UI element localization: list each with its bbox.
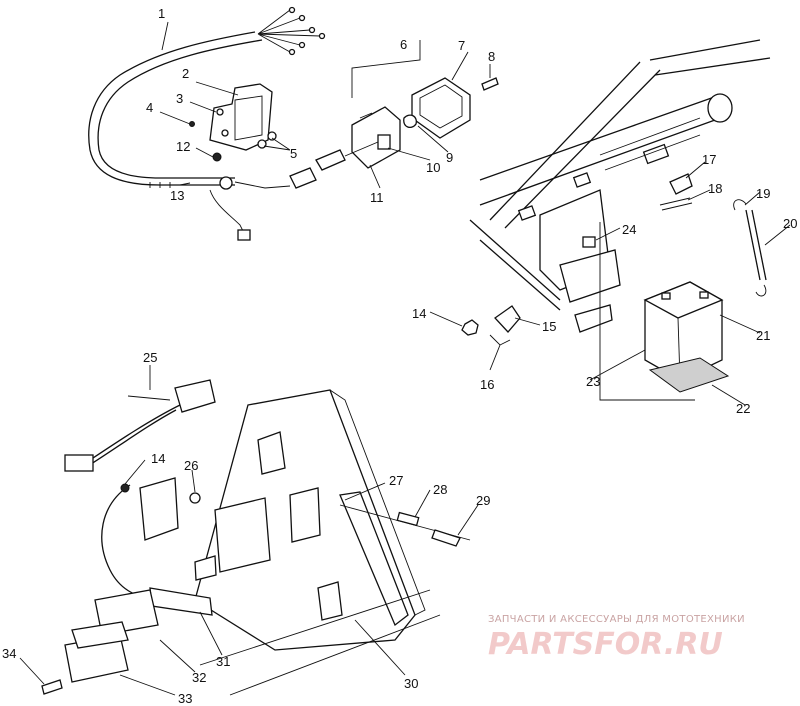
- callout-5: 5: [290, 146, 297, 161]
- wiring-harness: [88, 6, 326, 241]
- callout-13: 13: [170, 188, 184, 203]
- callout-6: 6: [400, 37, 407, 52]
- callout-8: 8: [488, 49, 495, 64]
- watermark: ЗАПЧАСТИ И АКСЕССУАРЫ ДЛЯ МОТОТЕХНИКИ PA…: [488, 614, 745, 662]
- callout-33: 33: [178, 691, 192, 706]
- callout-26: 26: [184, 458, 198, 473]
- callout-15: 15: [542, 319, 556, 334]
- switch-assembly: [461, 305, 521, 346]
- callout-20: 20: [783, 216, 797, 231]
- taillight-assembly: [289, 40, 499, 189]
- callout-31: 31: [216, 654, 230, 669]
- callout-22: 22: [736, 401, 750, 416]
- callout-10: 10: [426, 160, 440, 175]
- callout-21: 21: [756, 328, 770, 343]
- callout-14-upper: 14: [412, 306, 426, 321]
- callout-12: 12: [176, 139, 190, 154]
- frame-rails: [469, 39, 771, 333]
- callout-19: 19: [756, 186, 770, 201]
- callout-32: 32: [192, 670, 206, 685]
- callout-24: 24: [622, 222, 636, 237]
- callout-9: 9: [446, 150, 453, 165]
- callout-25: 25: [143, 350, 157, 365]
- watermark-logo: PARTSFOR.RU: [488, 627, 723, 662]
- callout-18: 18: [708, 181, 722, 196]
- callout-numbers: 1 2 3 4 5 6 7 8 9 10 11 12 13 14 15 16 1…: [2, 6, 797, 706]
- callout-23: 23: [586, 374, 600, 389]
- leader-lines: [19, 21, 791, 696]
- battery-assembly: [582, 173, 767, 401]
- callout-1: 1: [158, 6, 165, 21]
- watermark-tagline: ЗАПЧАСТИ И АКСЕССУАРЫ ДЛЯ МОТОТЕХНИКИ: [488, 614, 745, 625]
- callout-27: 27: [389, 473, 403, 488]
- callout-16: 16: [480, 377, 494, 392]
- callout-11: 11: [370, 190, 384, 205]
- bracket-assembly: [189, 83, 277, 162]
- callout-34: 34: [2, 646, 16, 661]
- electrical-panel-assembly: [41, 379, 471, 696]
- callout-2: 2: [182, 66, 189, 81]
- callout-3: 3: [176, 91, 183, 106]
- callout-29: 29: [476, 493, 490, 508]
- callout-7: 7: [458, 38, 465, 53]
- callout-4: 4: [146, 100, 153, 115]
- callout-28: 28: [433, 482, 447, 497]
- callout-30: 30: [404, 676, 418, 691]
- callout-14-lower: 14: [151, 451, 165, 466]
- callout-17: 17: [702, 152, 716, 167]
